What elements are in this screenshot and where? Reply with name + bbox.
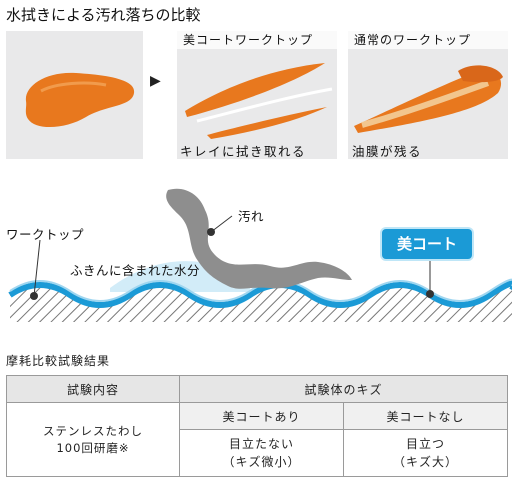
oil-film-image xyxy=(354,65,503,133)
result-with-line1: 目立たない xyxy=(228,437,294,451)
caption-normal: 油膜が残る xyxy=(352,144,423,159)
bicoat-badge: 美コート xyxy=(382,229,472,259)
photo-normal-worktop: 通常のワークトップ xyxy=(348,31,508,159)
label-dirt: 汚れ xyxy=(238,209,265,224)
abrasion-results-table: 試験内容 試験体のキズ ステンレスたわし 100回研磨※ 美コートあり 美コート… xyxy=(6,375,508,477)
result-with-coat: 目立たない （キズ微小） xyxy=(179,429,344,477)
table-section-title: 摩耗比較試験結果 xyxy=(6,354,111,368)
wiped-stain-image xyxy=(185,63,333,139)
panel-header-normal: 通常のワークトップ xyxy=(348,31,508,49)
arrow-right-icon: ▶ xyxy=(150,73,161,89)
label-worktop: ワークトップ xyxy=(6,227,85,242)
result-without-line2: （キズ大） xyxy=(392,455,458,469)
test-condition-line2: 100回研磨※ xyxy=(56,440,130,455)
result-with-line2: （キズ微小） xyxy=(222,455,301,469)
photo-bicoat-worktop: 美コートワークトップ xyxy=(177,31,337,159)
panel-header-bicoat: 美コートワークトップ xyxy=(177,31,337,49)
sub-header-without-coat: 美コートなし xyxy=(343,402,508,430)
caption-bicoat: キレイに拭き取れる xyxy=(180,144,307,159)
dirt-shape xyxy=(166,188,352,289)
col-header-test: 試験内容 xyxy=(6,375,180,403)
worktop-diagram xyxy=(8,188,512,322)
col-header-scratch: 試験体のキズ xyxy=(179,375,508,403)
page-title: 水拭きによる汚れ落ちの比較 xyxy=(6,6,201,24)
label-water: ふきんに含まれた水分 xyxy=(70,263,201,278)
photo-stain-before xyxy=(6,31,143,159)
result-without-coat: 目立つ （キズ大） xyxy=(343,429,508,477)
stain-blob-image xyxy=(25,72,135,128)
sub-header-with-coat: 美コートあり xyxy=(179,402,344,430)
test-condition-line1: ステンレスたわし xyxy=(43,423,143,438)
result-without-line1: 目立つ xyxy=(405,437,445,451)
test-condition-cell: ステンレスたわし 100回研磨※ xyxy=(6,402,180,477)
